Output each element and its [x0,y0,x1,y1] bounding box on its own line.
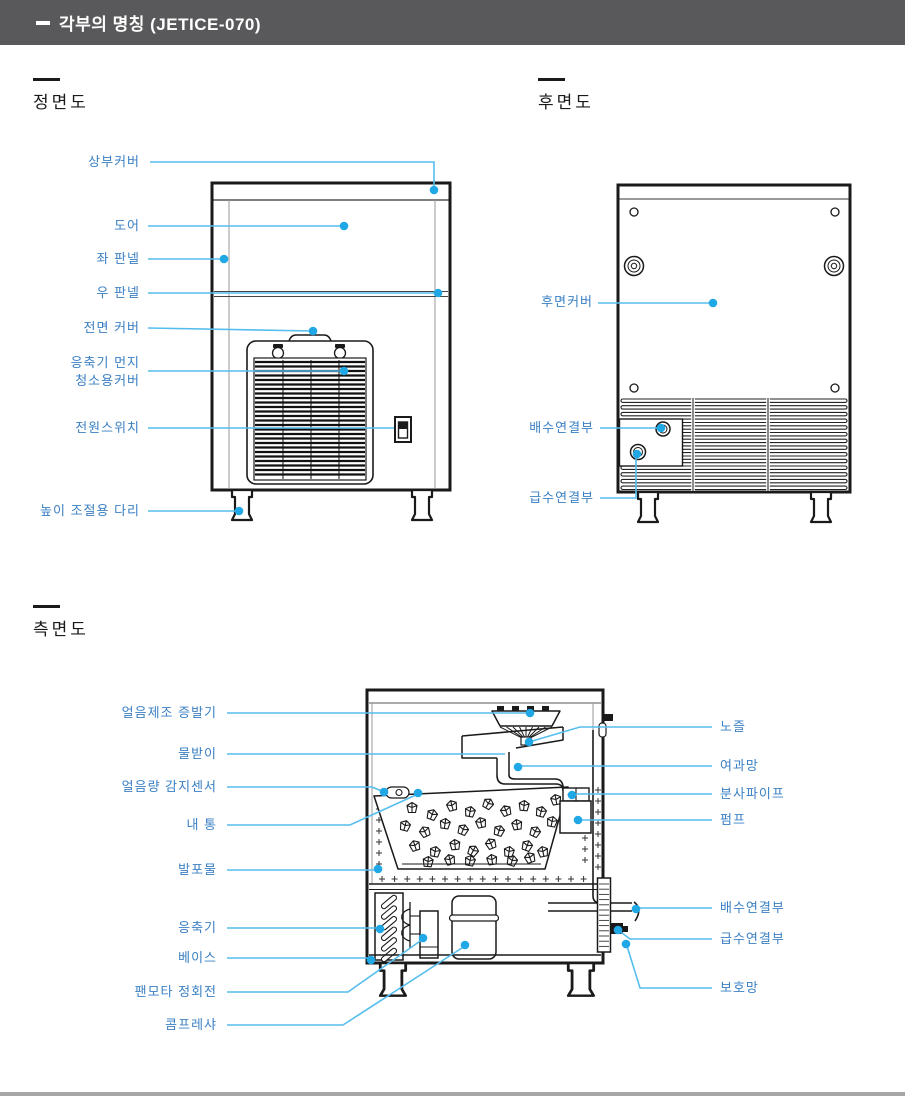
header-dash-icon [36,20,50,25]
rear-view-drawing [616,183,852,524]
front-view-drawing [210,181,452,522]
label-condenser: 응축기 [178,920,217,935]
ice-level-sensor-drawing [385,786,410,799]
front-view-title-marker [33,78,60,81]
condenser-grille [255,360,365,479]
label-pump: 펌프 [720,812,746,827]
footer-divider [0,1092,905,1096]
marker-dots [219,185,718,965]
label-rear-water-supply-connection: 급수연결부 [529,490,594,505]
label-side-water-supply-connection: 급수연결부 [720,931,785,946]
rear-fitting-left [623,255,645,277]
label-inner-bin: 내 통 [186,817,217,832]
label-ice-level-sensor: 얼음량 감지센서 [121,779,217,794]
page-title: 각부의 명칭 (JETICE-070) [59,15,262,34]
rear-view-title-marker [538,78,565,81]
label-side-drain-connection: 배수연결부 [720,900,785,915]
label-fan-motor-rotation: 팬모타 정회전 [134,984,217,999]
label-power-switch: 전원스위치 [75,420,140,435]
leader-lines [147,161,713,1026]
label-right-panel: 우 판넬 [96,285,140,300]
label-left-panel: 좌 판넬 [96,251,140,266]
label-nozzle: 노즐 [720,719,746,734]
label-water-tray: 물받이 [178,746,217,761]
label-foam: 발포물 [178,862,217,877]
label-rear-cover: 후면커버 [541,294,593,309]
label-front-cover: 전면 커버 [83,320,140,335]
rear-fitting-right [823,255,845,277]
compressor-drawing [448,895,500,960]
label-compressor: 콤프레샤 [165,1017,217,1032]
fan-motor-drawing [401,902,439,959]
rear-connection-panel [618,418,684,467]
rear-view-title: 후면도 [538,93,594,112]
label-filter-mesh: 여과망 [720,758,759,773]
side-view-title: 측면도 [33,620,89,639]
side-view-title-marker [33,605,60,608]
power-switch-drawing [394,416,412,443]
label-spray-pipe: 분사파이프 [720,786,785,801]
front-view-title: 정면도 [33,93,89,112]
label-ice-making-evaporator: 얼음제조 증발기 [121,705,217,720]
label-height-adjust-leg: 높이 조절용 다리 [40,503,140,518]
label-rear-drain-connection: 배수연결부 [529,420,594,435]
label-base: 베이스 [178,950,217,965]
label-top-cover: 상부커버 [88,154,140,169]
label-condenser-dust-cover: 응축기 먼지 청소용커버 [70,355,140,388]
condenser-dust-cover-drawing [246,334,374,485]
label-protective-mesh: 보호망 [720,980,759,995]
label-door: 도어 [114,218,140,233]
section-header: 각부의 명칭 (JETICE-070) [0,0,905,45]
protective-mesh-drawing [596,877,612,953]
